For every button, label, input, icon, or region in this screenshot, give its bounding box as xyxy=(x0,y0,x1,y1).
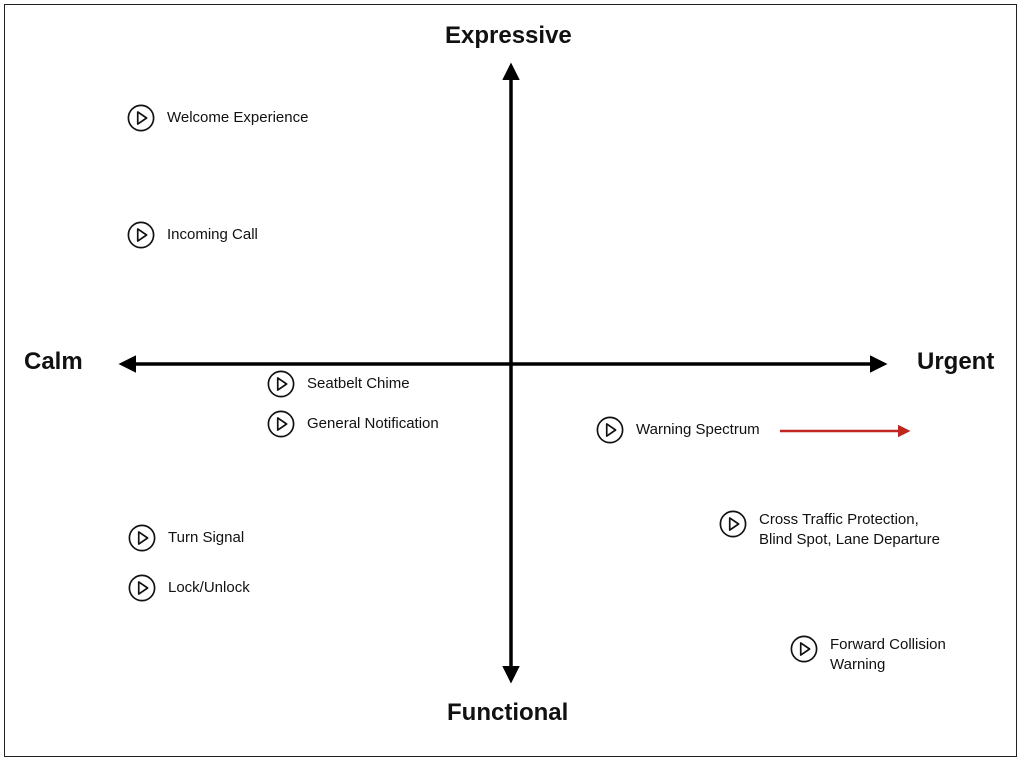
item-turn-signal[interactable]: Turn Signal xyxy=(128,524,244,552)
play-circle-icon[interactable] xyxy=(790,635,818,663)
item-forward-collision-warning[interactable]: Forward Collision Warning xyxy=(790,635,946,675)
item-label: Forward Collision Warning xyxy=(830,636,946,673)
item-cross-traffic-protection[interactable]: Cross Traffic Protection, Blind Spot, La… xyxy=(719,510,940,550)
axis-label-urgent: Urgent xyxy=(917,348,995,375)
play-circle-icon[interactable] xyxy=(719,510,747,538)
axis-label-calm: Calm xyxy=(24,348,83,375)
play-circle-icon[interactable] xyxy=(127,221,155,249)
diagram-frame xyxy=(4,4,1017,757)
item-warning-spectrum[interactable]: Warning Spectrum xyxy=(596,416,760,444)
play-circle-icon[interactable] xyxy=(596,416,624,444)
item-lock-unlock[interactable]: Lock/Unlock xyxy=(128,574,250,602)
axis-label-expressive: Expressive xyxy=(445,22,572,49)
item-label: General Notification xyxy=(307,415,439,432)
play-circle-icon[interactable] xyxy=(127,104,155,132)
play-circle-icon[interactable] xyxy=(267,410,295,438)
play-circle-icon[interactable] xyxy=(267,370,295,398)
item-general-notification[interactable]: General Notification xyxy=(267,410,439,438)
item-label: Seatbelt Chime xyxy=(307,375,410,392)
play-circle-icon[interactable] xyxy=(128,574,156,602)
item-label: Cross Traffic Protection, Blind Spot, La… xyxy=(759,511,940,548)
play-circle-icon[interactable] xyxy=(128,524,156,552)
axis-label-functional: Functional xyxy=(447,699,569,726)
item-label: Turn Signal xyxy=(168,529,245,546)
item-seatbelt-chime[interactable]: Seatbelt Chime xyxy=(267,370,410,398)
item-incoming-call[interactable]: Incoming Call xyxy=(127,221,258,249)
item-label: Warning Spectrum xyxy=(636,421,760,438)
item-label: Welcome Experience xyxy=(167,109,309,126)
item-welcome-experience[interactable]: Welcome Experience xyxy=(127,104,308,132)
item-label: Lock/Unlock xyxy=(168,579,250,596)
item-label: Incoming Call xyxy=(167,226,258,243)
